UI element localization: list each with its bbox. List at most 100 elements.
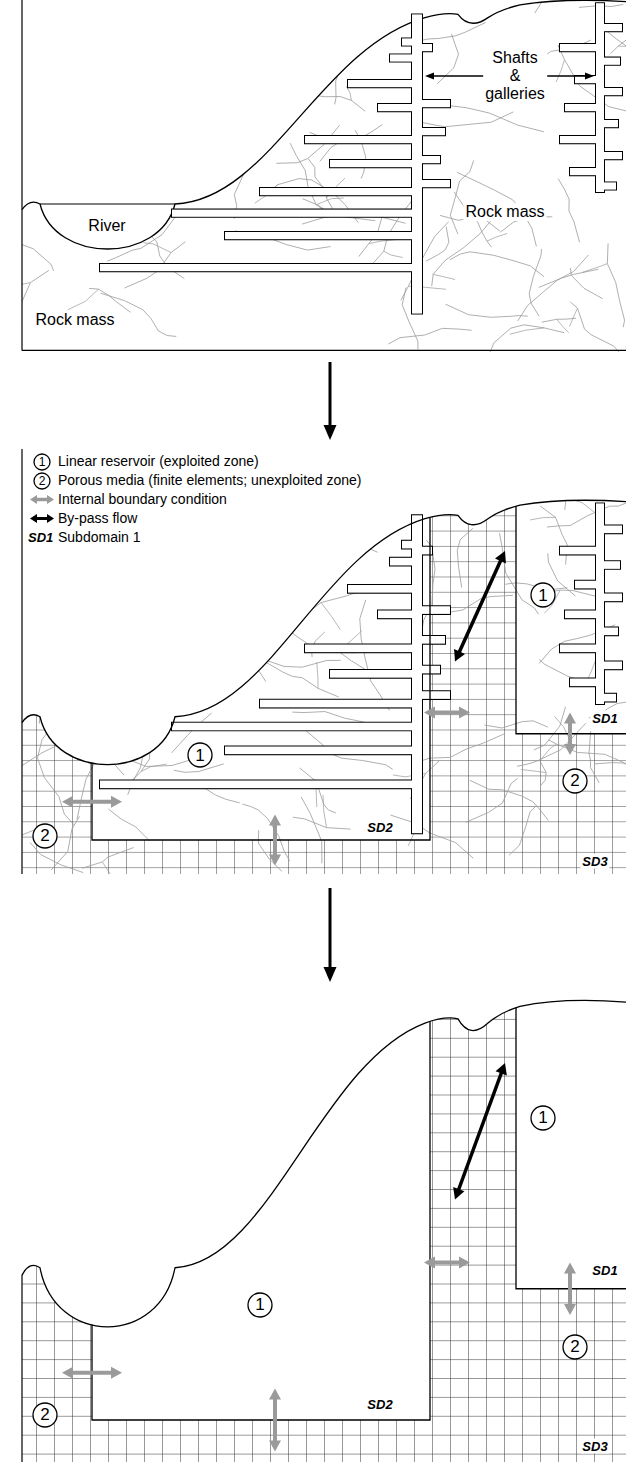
legend-row: Porous media (finite elements; unexploit… (28, 471, 362, 490)
circle-shape (33, 824, 57, 848)
fracture (539, 269, 599, 287)
legend-arrow (30, 495, 54, 504)
gallery-outline (225, 232, 413, 239)
fracture (558, 45, 626, 112)
gallery-fill (603, 594, 622, 602)
legend-row: Subdomain 1SD1 (28, 528, 362, 547)
gallery-fill (348, 585, 413, 593)
fracture (254, 0, 292, 1)
fracture (98, 566, 107, 631)
fracture (530, 517, 555, 520)
legend-row: By-pass flow (28, 509, 362, 528)
fracture (595, 751, 626, 766)
ground-surface (22, 1000, 626, 1327)
gallery-outline (603, 58, 620, 65)
subdomain-outline (516, 506, 626, 734)
gallery-fill (100, 781, 413, 789)
fracture (390, 815, 473, 858)
river-water-line (40, 203, 175, 204)
fracture (0, 283, 30, 293)
fracture (457, 528, 473, 587)
fracture (510, 328, 544, 334)
fracture (521, 769, 546, 772)
arrow-head (564, 1263, 576, 1274)
boundary-arrow (424, 1257, 470, 1269)
legend-text: Porous media (finite elements; unexploit… (58, 472, 362, 488)
gallery-outline (421, 691, 450, 699)
gallery-outline (603, 88, 622, 95)
fracture (281, 0, 341, 27)
arrow-head (269, 855, 281, 866)
gallery-fill (348, 80, 413, 87)
gallery-outline (421, 180, 450, 187)
circle-number-text: 2 (40, 827, 49, 844)
subdomain-fill (516, 990, 626, 1289)
fracture (258, 830, 282, 871)
fracture (79, 114, 108, 150)
region-label: Rock mass (33, 311, 116, 329)
fracture (164, 681, 198, 683)
boundary-arrow (564, 1263, 576, 1316)
fracture (75, 3, 103, 22)
fracture (18, 520, 54, 572)
circled-number: 1 (530, 582, 556, 608)
shafts-galleries (100, 3, 622, 313)
gallery-fill (603, 120, 618, 127)
gallery-fill (390, 54, 413, 61)
arrow-head (111, 796, 122, 808)
panel-bottom-line (22, 350, 626, 351)
gallery-fill (330, 670, 413, 678)
fracture (355, 519, 359, 544)
fracture (82, 16, 106, 88)
circle-shape (531, 583, 555, 607)
fracture (198, 544, 199, 571)
gallery-fill (565, 611, 597, 619)
arrow-shaft (273, 1396, 277, 1444)
arrow-shaft (329, 888, 332, 972)
gallery-outline (330, 670, 413, 678)
gallery-fill (378, 104, 413, 111)
gallery-outline (603, 24, 622, 31)
legend-text: Subdomain 1 (58, 529, 141, 545)
circle-shape (188, 743, 212, 767)
fracture (185, 0, 231, 15)
fracture (206, 84, 262, 146)
gallery-outline (570, 168, 597, 175)
boundary-arrow (424, 707, 470, 719)
arrow-head (47, 495, 54, 504)
gallery-outline (560, 44, 597, 51)
circled-number: 2 (32, 823, 58, 849)
arrow-head (62, 1367, 73, 1379)
fracture (160, 609, 192, 618)
arrow-head (425, 73, 434, 80)
ground-surface (22, 0, 626, 249)
fracture (143, 2, 181, 72)
arrow-head (564, 744, 576, 755)
gallery-fill (603, 526, 622, 534)
gallery-outline (596, 3, 604, 192)
gallery-fill (172, 723, 413, 731)
gallery-outline (560, 547, 597, 555)
gallery-fill (603, 88, 622, 95)
gallery-fill (560, 645, 597, 653)
fracture (256, 577, 271, 596)
panel-illustration (0, 0, 626, 367)
fracture (450, 252, 544, 277)
fracture (570, 302, 626, 364)
fracture (285, 58, 333, 91)
fracture (470, 780, 549, 820)
rock-fractures (0, 450, 626, 889)
circle-number-text: 2 (40, 1406, 49, 1423)
arrow-shaft (458, 1070, 503, 1192)
subdomain-label: SD1 (590, 711, 619, 726)
gallery-outline (603, 526, 622, 534)
fracture (582, 264, 607, 273)
shafts-galleries (100, 503, 622, 833)
arrow-shaft (70, 800, 115, 804)
rock-fractures (0, 0, 626, 367)
fracture (78, 589, 98, 649)
fracture (443, 105, 544, 132)
circled-number: 2 (32, 1402, 58, 1428)
fracture (384, 251, 403, 257)
